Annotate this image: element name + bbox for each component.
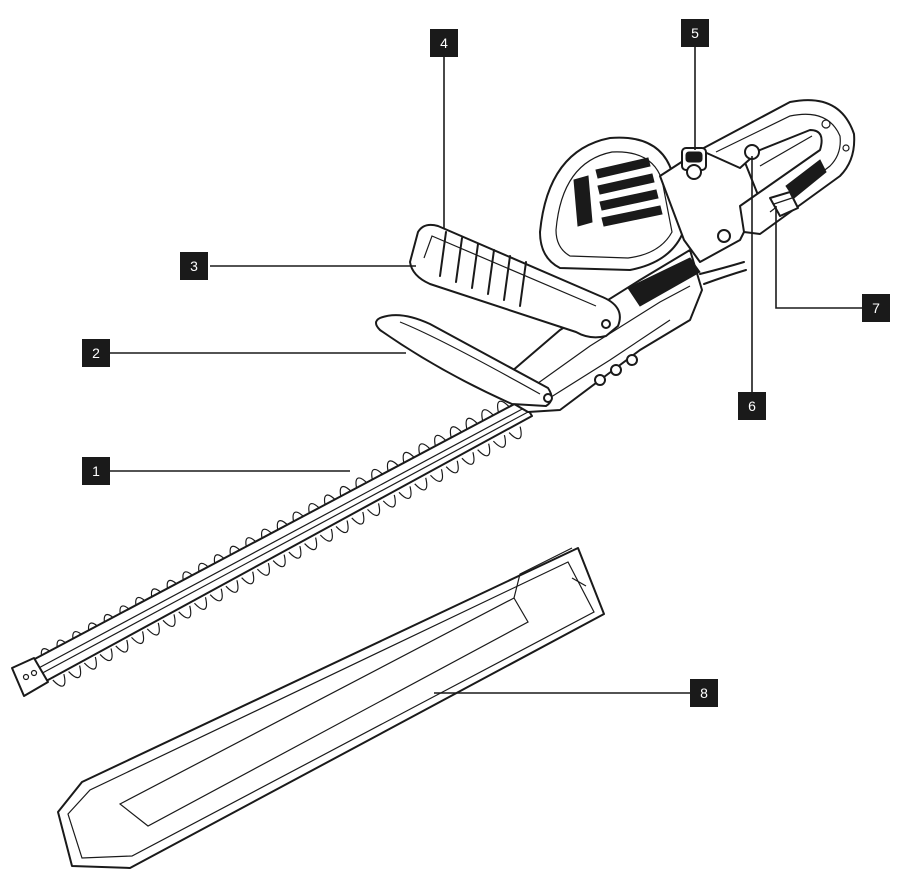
blade-tooth bbox=[323, 494, 338, 508]
blade-tooth bbox=[367, 503, 381, 517]
blade-tooth bbox=[198, 562, 212, 576]
blade-cover bbox=[57, 547, 605, 869]
blade-tooth bbox=[398, 486, 412, 500]
blade-tooth bbox=[225, 580, 239, 593]
blade-tooth bbox=[166, 579, 180, 593]
blade-tooth bbox=[445, 460, 459, 474]
rear-handle[interactable] bbox=[699, 99, 856, 235]
callout-leaders bbox=[110, 46, 862, 694]
blade-tooth bbox=[162, 614, 176, 628]
blade-tooth bbox=[461, 452, 475, 465]
callout-badge-6 bbox=[738, 392, 766, 420]
callout-label-3: 3 bbox=[190, 258, 198, 274]
blade-tooth bbox=[83, 656, 97, 670]
callout-label-4: 4 bbox=[440, 35, 448, 51]
blade-tooth bbox=[319, 528, 333, 542]
callout-label-6: 6 bbox=[748, 398, 756, 414]
vent-slats bbox=[573, 157, 663, 227]
blade-tooth bbox=[477, 443, 491, 457]
callout-badge-8 bbox=[690, 679, 718, 707]
callout-2: 2 bbox=[82, 339, 110, 367]
callout-1: 1 bbox=[82, 457, 110, 485]
blade-tooth bbox=[209, 588, 223, 602]
blade-tooth bbox=[245, 537, 259, 550]
side-grip bbox=[627, 257, 701, 307]
lock-off-button[interactable] bbox=[681, 147, 707, 180]
front-handle[interactable] bbox=[409, 223, 621, 339]
callout-badge-7 bbox=[862, 294, 890, 322]
blade-tooth bbox=[382, 494, 396, 508]
blade-tooth bbox=[497, 400, 511, 414]
callout-badge-2 bbox=[82, 339, 110, 367]
blade-tooth bbox=[430, 469, 444, 482]
blade-tooth bbox=[492, 435, 507, 448]
callout-label-5: 5 bbox=[691, 25, 699, 41]
blade-tooth bbox=[371, 468, 385, 482]
blade-tooth bbox=[256, 563, 271, 576]
blade-tooth bbox=[261, 528, 275, 542]
blade-tooth bbox=[213, 554, 227, 567]
blade-tooth bbox=[52, 673, 66, 687]
callout-3: 3 bbox=[180, 252, 208, 280]
callout-label-1: 1 bbox=[92, 463, 100, 479]
callout-badge-5 bbox=[681, 19, 709, 47]
blade-tooth bbox=[386, 460, 400, 474]
callout-7: 7 bbox=[862, 294, 890, 322]
handle-ribs bbox=[439, 231, 527, 307]
blade-tooth bbox=[481, 409, 495, 422]
blade-tooth bbox=[335, 520, 349, 534]
callout-badge-3 bbox=[180, 252, 208, 280]
callout-label-2: 2 bbox=[92, 345, 100, 361]
blade-tooth bbox=[146, 622, 160, 636]
blade-tooth bbox=[465, 417, 479, 431]
callout-label-8: 8 bbox=[700, 685, 708, 701]
callout-5: 5 bbox=[681, 19, 709, 47]
callout-label-7: 7 bbox=[872, 300, 880, 316]
callout-4: 4 bbox=[430, 29, 458, 57]
leader-line-7 bbox=[775, 206, 862, 309]
callout-6: 6 bbox=[738, 392, 766, 420]
blade-tooth bbox=[276, 520, 290, 533]
blade-tooth bbox=[339, 485, 353, 499]
blade-tooth bbox=[355, 477, 369, 491]
blade-tooth bbox=[304, 537, 318, 551]
callout-8: 8 bbox=[690, 679, 718, 707]
blade-tip bbox=[11, 657, 49, 697]
blade-tooth bbox=[508, 426, 522, 440]
power-cable bbox=[699, 261, 745, 275]
blade-tooth bbox=[402, 451, 416, 465]
blade-tooth bbox=[99, 648, 113, 662]
blade-tooth bbox=[115, 639, 129, 653]
callout-badge-1 bbox=[82, 457, 110, 485]
blade-tooth bbox=[449, 426, 463, 439]
blade-tooth bbox=[229, 545, 243, 559]
cutting-blade bbox=[11, 399, 533, 697]
cable-restraint[interactable] bbox=[769, 191, 799, 217]
blade-tooth bbox=[414, 477, 428, 491]
blade-tooth bbox=[178, 605, 192, 619]
callout-badge-4 bbox=[430, 29, 458, 57]
blade-tooth bbox=[194, 597, 208, 610]
hand-guard bbox=[375, 314, 553, 407]
blade-tooth bbox=[131, 631, 145, 645]
blade-tooth bbox=[351, 511, 365, 525]
blade-tooth bbox=[241, 571, 255, 585]
blade-tooth bbox=[292, 511, 306, 525]
blade-tooth bbox=[272, 554, 286, 568]
blade-teeth-bottom bbox=[52, 426, 522, 687]
blade-tooth bbox=[418, 443, 432, 457]
blade-tooth bbox=[308, 502, 322, 516]
blade-tooth bbox=[182, 571, 196, 585]
blade-tooth bbox=[434, 434, 448, 448]
blade-tooth bbox=[288, 545, 302, 559]
blade-tooth bbox=[68, 665, 82, 679]
